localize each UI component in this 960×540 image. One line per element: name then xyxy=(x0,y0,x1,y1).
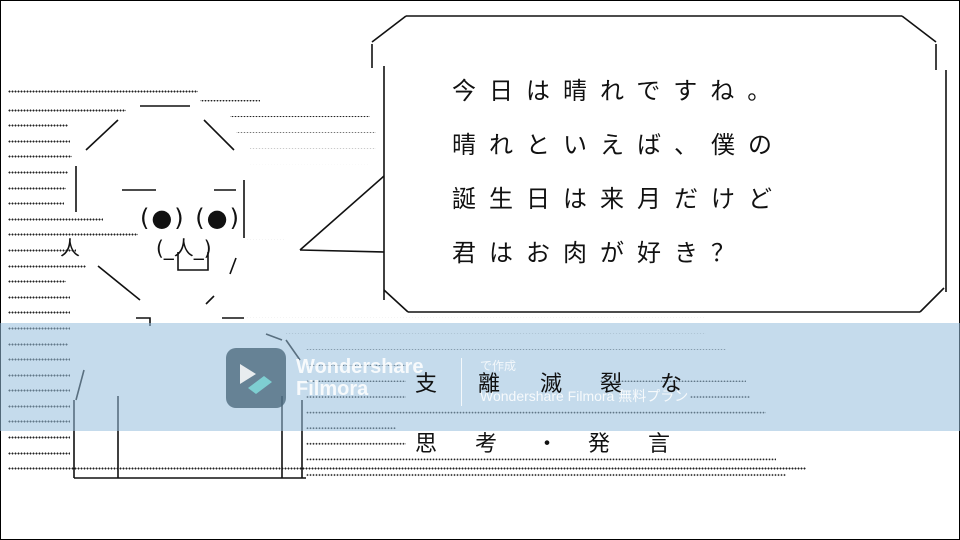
watermark-subtitle: Wondershare Filmora 無料プラン xyxy=(480,388,689,404)
caption-char: 支 xyxy=(415,372,438,397)
caption-char: 発 xyxy=(588,432,611,457)
watermark-small-text: で作成 xyxy=(480,359,517,373)
speech-line: 君はお肉が好き？ xyxy=(452,239,748,267)
caption-char: 滅 xyxy=(540,372,563,397)
speech-line: 誕生日は来月だけど xyxy=(452,185,785,213)
face-eyes: (●) (●) xyxy=(140,204,241,232)
caption-char: な xyxy=(660,372,683,397)
caption-char: ・ xyxy=(536,432,559,457)
face-left-mark: 人 xyxy=(60,236,80,260)
watermark-banner xyxy=(0,323,960,431)
watermark-divider xyxy=(461,358,462,406)
caption-char: 裂 xyxy=(600,372,623,397)
caption-char: 言 xyxy=(648,432,671,457)
watermark-brand: Wondershare Filmora xyxy=(296,356,423,400)
watermark-brand-line2: Filmora xyxy=(296,378,369,400)
watermark-brand-line1: Wondershare xyxy=(296,356,424,378)
speech-line: 晴れといえば、僕の xyxy=(452,131,785,159)
caption-char: 離 xyxy=(478,372,501,397)
caption-char: 思 xyxy=(415,432,438,457)
speech-bubble-text: 今日は晴れですね。 晴れといえば、僕の 誕生日は来月だけど 君はお肉が好き？ xyxy=(452,64,872,280)
speech-line: 今日は晴れですね。 xyxy=(452,77,785,105)
filmora-logo-icon xyxy=(226,348,286,408)
face-mouth: (_人_) xyxy=(156,236,212,260)
caption-char: 考 xyxy=(475,432,498,457)
